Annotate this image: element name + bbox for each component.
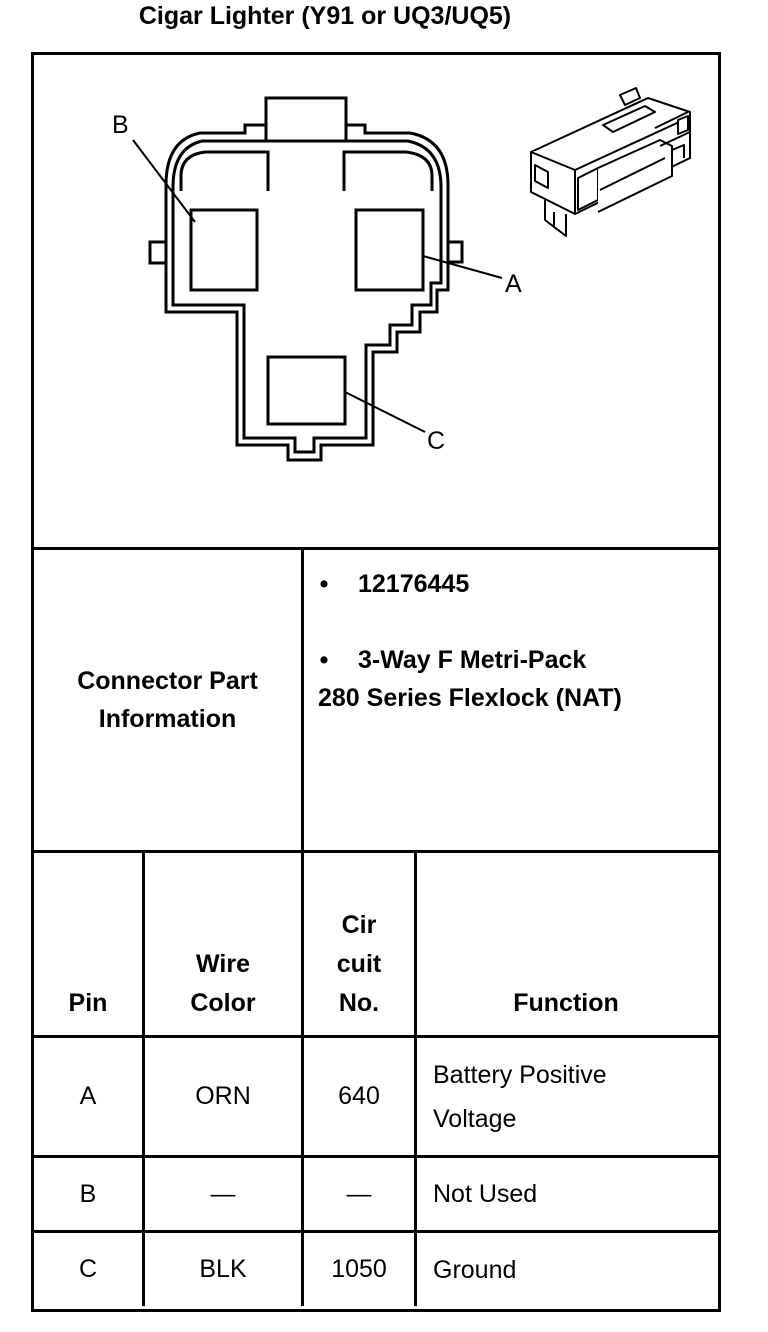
table-cell-wire-color: BLK xyxy=(199,1255,247,1283)
table-cell-function: Ground xyxy=(433,1255,517,1284)
description-line-2: 280 Series Flexlock (NAT) xyxy=(318,684,622,712)
divider xyxy=(31,1155,718,1158)
connector-face-diagram: B A C xyxy=(112,87,691,462)
divider xyxy=(31,850,718,853)
divider xyxy=(31,1035,718,1038)
column-header-function: Function xyxy=(513,989,619,1017)
connector-3d-view xyxy=(530,87,691,237)
table-cell-function: Not Used xyxy=(433,1180,538,1208)
connector-table-frame xyxy=(31,52,721,1312)
bullet-icon: • xyxy=(319,570,329,598)
connector-description: • 3-Way F Metri-Pack 280 Series Flexlock … xyxy=(304,641,714,717)
column-header-pin: Pin xyxy=(68,989,108,1017)
table-cell-circuit: 1050 xyxy=(331,1255,387,1283)
divider xyxy=(142,850,145,1306)
divider xyxy=(414,850,417,1306)
divider xyxy=(31,1230,718,1233)
table-cell-pin: A xyxy=(79,1082,97,1110)
pin-label-c: C xyxy=(427,427,445,455)
divider xyxy=(31,547,718,550)
page-title: Cigar Lighter (Y91 or UQ3/UQ5) xyxy=(138,2,512,30)
table-cell-pin: B xyxy=(79,1179,97,1208)
table-cell-wire-color: — xyxy=(210,1179,236,1208)
bullet-icon: • xyxy=(319,646,329,674)
part-number-value: 12176445 xyxy=(358,570,470,598)
divider xyxy=(301,547,304,1306)
table-cell-pin: C xyxy=(78,1255,98,1283)
description-line-1: 3-Way F Metri-Pack xyxy=(358,646,587,674)
table-cell-circuit: — xyxy=(346,1179,372,1208)
pin-label-b: B xyxy=(112,111,129,139)
part-number: • 12176445 xyxy=(304,565,714,603)
connector-part-information-label: Connector Part Information xyxy=(77,667,258,733)
pin-label-a: A xyxy=(505,270,522,298)
table-cell-wire-color: ORN xyxy=(195,1082,251,1110)
table-cell-circuit: 640 xyxy=(338,1082,380,1110)
